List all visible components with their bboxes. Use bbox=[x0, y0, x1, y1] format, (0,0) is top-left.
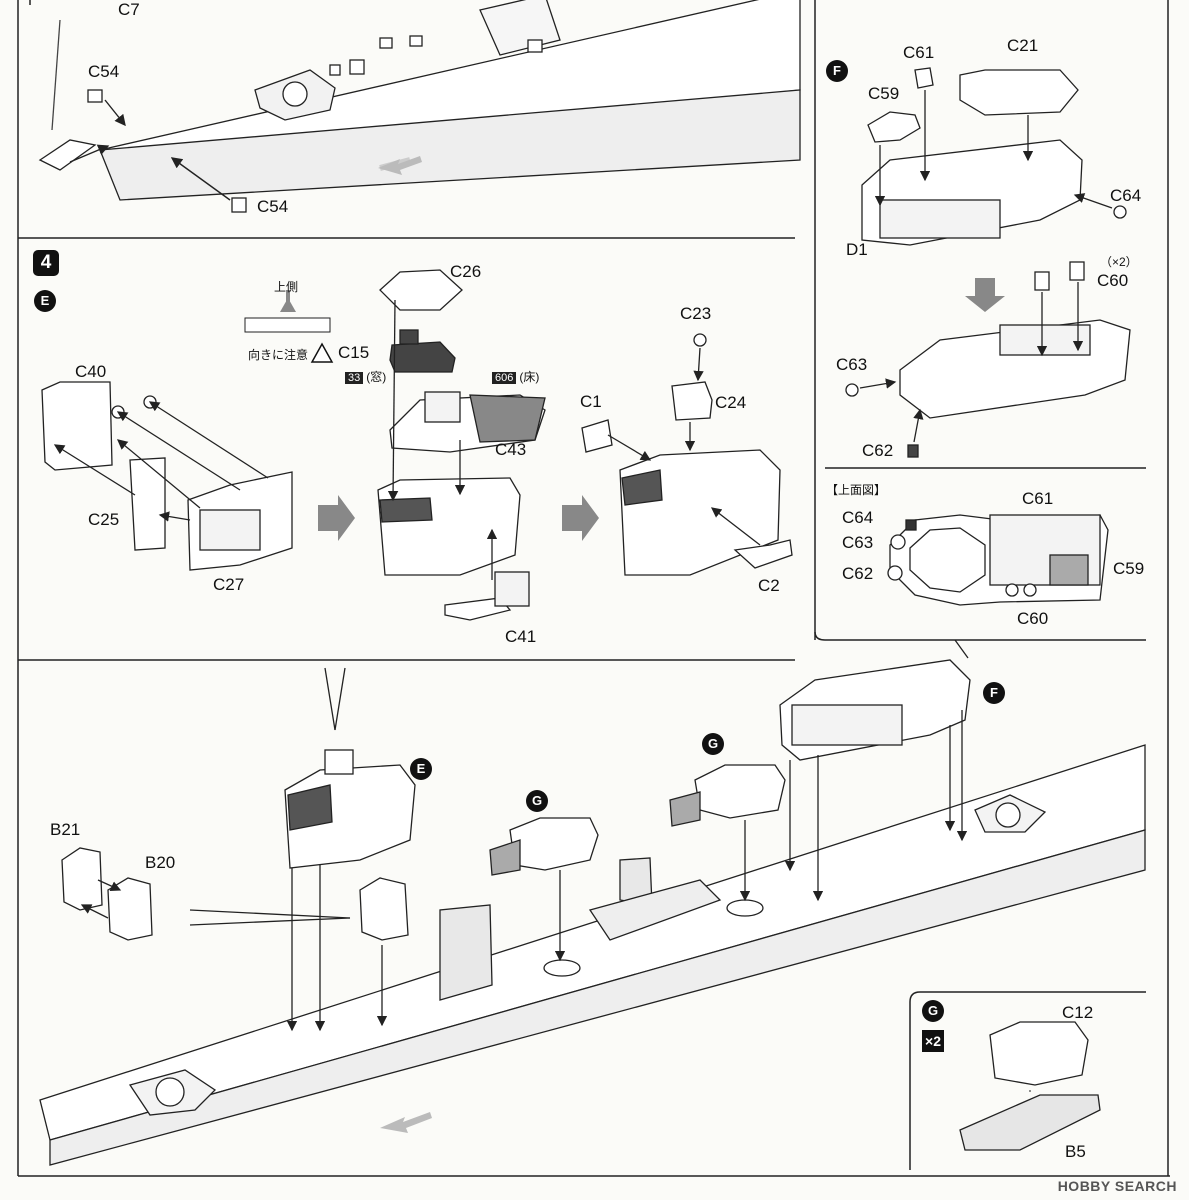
label-c54-top: C54 bbox=[88, 62, 120, 81]
f-assembly-mid bbox=[845, 261, 1131, 458]
subassembly-f-badge: F bbox=[826, 60, 848, 82]
g-badge-hull-2: G bbox=[702, 733, 724, 755]
label-top-c60: C60 bbox=[1017, 609, 1049, 628]
label-b20: B20 bbox=[145, 853, 176, 872]
gun-turrets bbox=[489, 764, 786, 876]
bottom-arrows bbox=[80, 639, 969, 1032]
label-c60: C60 bbox=[1097, 271, 1129, 290]
label-top-c61: C61 bbox=[1022, 489, 1054, 508]
bow-arrows bbox=[69, 99, 231, 201]
label-c40: C40 bbox=[75, 362, 107, 381]
label-top-view: 【上面図】 bbox=[826, 483, 887, 497]
quantity-badge: ×2 bbox=[922, 1030, 944, 1052]
label-c62: C62 bbox=[862, 441, 894, 460]
f-assembly-top bbox=[861, 67, 1127, 246]
g-badge-detail: G bbox=[922, 1000, 944, 1022]
label-c21: C21 bbox=[1007, 36, 1039, 55]
step-number: 4 bbox=[33, 250, 59, 276]
paint-note-33-text: (窓) bbox=[366, 370, 387, 384]
label-c27: C27 bbox=[213, 575, 245, 594]
upside-part-icon bbox=[244, 317, 331, 333]
label-orientation: 向きに注意 bbox=[248, 348, 309, 362]
paint-note-606-text: (床) bbox=[519, 370, 540, 384]
g-turret-detail bbox=[959, 1021, 1101, 1151]
label-c7: C7 bbox=[118, 0, 140, 19]
panel-borders bbox=[17, 0, 1170, 1177]
c-arrows-2 bbox=[607, 347, 761, 546]
label-b21: B21 bbox=[50, 820, 81, 839]
warning-icon bbox=[310, 342, 334, 363]
bridge-e-assembly bbox=[284, 749, 416, 869]
b21-b20-parts bbox=[61, 847, 409, 941]
direction-arrows bbox=[378, 156, 432, 1133]
step-arrow-1 bbox=[318, 495, 355, 541]
label-c12: C12 bbox=[1062, 1003, 1094, 1022]
paint-note-33: 33(窓) bbox=[345, 368, 386, 385]
e-badge-hull: E bbox=[410, 758, 432, 780]
f-arrows-mid bbox=[859, 282, 1084, 443]
f-badge-hull: F bbox=[983, 682, 1005, 704]
label-c25: C25 bbox=[88, 510, 120, 529]
label-c26: C26 bbox=[450, 262, 482, 281]
label-c59: C59 bbox=[868, 84, 900, 103]
paint-note-606: 606(床) bbox=[492, 368, 539, 385]
aft-f-assembly bbox=[779, 659, 971, 761]
watermark: HOBBY SEARCH bbox=[1057, 1178, 1177, 1194]
paint-code-606: 606 bbox=[492, 372, 517, 384]
label-top-c64: C64 bbox=[842, 508, 874, 527]
c1-c23-c24-c2-assembly bbox=[581, 333, 793, 576]
label-c60-qty: （×2） bbox=[1100, 255, 1138, 269]
f-arrows-top bbox=[874, 90, 1113, 209]
e-arrows bbox=[53, 401, 269, 522]
label-c64: C64 bbox=[1110, 186, 1142, 205]
label-c1: C1 bbox=[580, 392, 602, 411]
subassembly-e-badge: E bbox=[34, 290, 56, 312]
label-c61: C61 bbox=[903, 43, 935, 62]
label-b5: B5 bbox=[1065, 1142, 1086, 1161]
label-c54-bottom: C54 bbox=[257, 197, 289, 216]
label-c15: C15 bbox=[338, 343, 370, 362]
c26-c15-c43-c41-assembly bbox=[377, 269, 546, 621]
label-c24: C24 bbox=[715, 393, 747, 412]
label-c2: C2 bbox=[758, 576, 780, 595]
paint-code-33: 33 bbox=[345, 372, 364, 384]
up-arrow-icon bbox=[280, 298, 296, 312]
step-arrow-2 bbox=[562, 495, 599, 541]
label-d1: D1 bbox=[846, 240, 868, 259]
c40-c25-c27-assembly bbox=[41, 381, 293, 571]
bow-hull-top bbox=[38, 0, 801, 213]
label-top-c63: C63 bbox=[842, 533, 874, 552]
label-c41: C41 bbox=[505, 627, 537, 646]
label-top-c59: C59 bbox=[1113, 559, 1145, 578]
label-c43: C43 bbox=[495, 440, 527, 459]
step-arrow-down bbox=[965, 278, 1005, 312]
label-c63: C63 bbox=[836, 355, 868, 374]
f-top-view bbox=[887, 514, 1109, 606]
main-hull bbox=[39, 744, 1146, 1166]
label-upside: 上側 bbox=[274, 280, 299, 294]
label-c23: C23 bbox=[680, 304, 712, 323]
g-badge-hull-1: G bbox=[526, 790, 548, 812]
label-top-c62: C62 bbox=[842, 564, 874, 583]
